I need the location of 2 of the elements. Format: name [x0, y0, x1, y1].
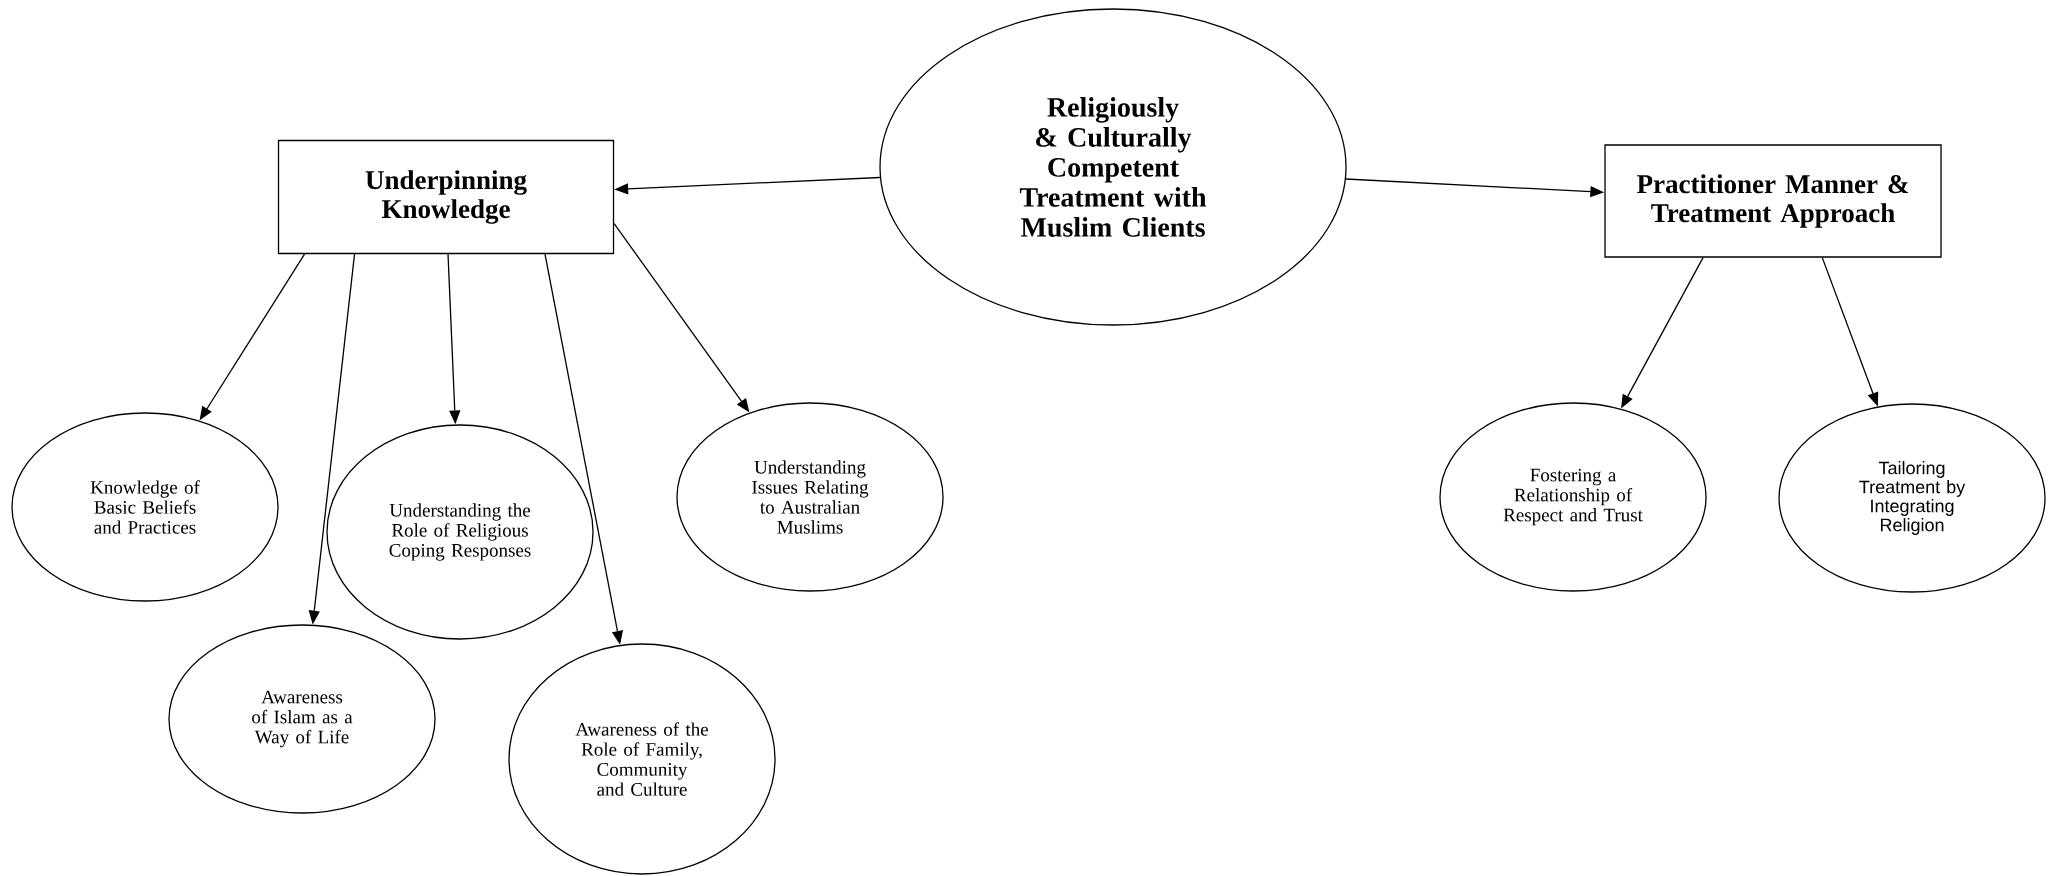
theme-box: Underpinning Knowledge — [277, 139, 615, 255]
theme-box: Practitioner Manner & Treatment Approach — [1604, 144, 1942, 258]
